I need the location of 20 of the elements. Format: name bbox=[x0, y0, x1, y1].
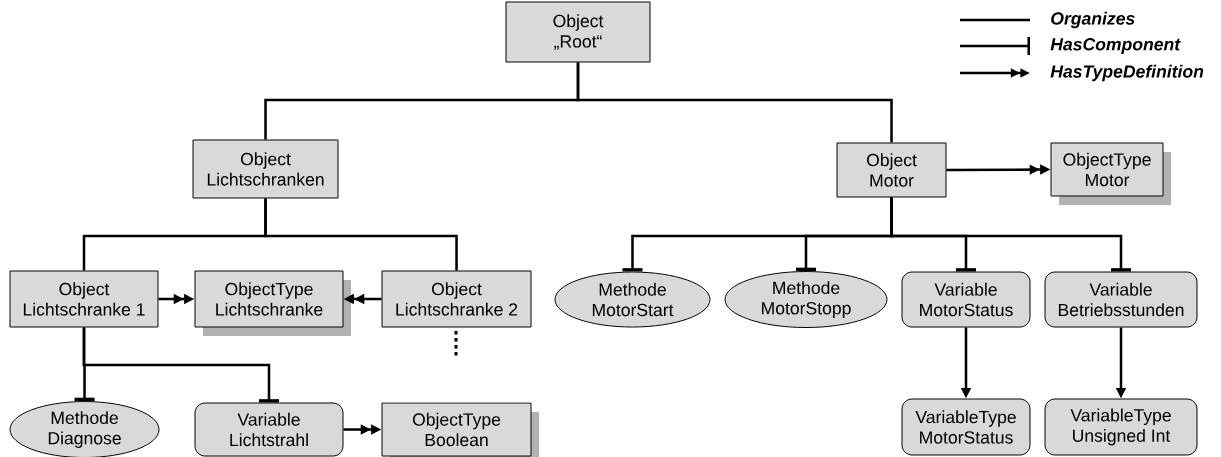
variable-box: Variable Lichtstrahl bbox=[194, 402, 344, 457]
type-box: ObjectType Lichtschranke bbox=[194, 270, 351, 336]
variable-box: Variable Betriebsstunden bbox=[1044, 271, 1198, 328]
connector bbox=[890, 197, 1131, 272]
object-box: Object Lichtschranken bbox=[192, 139, 339, 199]
variable-box: VariableType Unsigned Int bbox=[1044, 398, 1198, 456]
type-box: ObjectType Boolean bbox=[381, 402, 539, 457]
object-box: Object „Root“ bbox=[505, 1, 651, 63]
legend-label: Organizes bbox=[1051, 11, 1135, 29]
object-box: Object Lichtschranke 2 bbox=[381, 270, 532, 328]
type-box: ObjectType Motor bbox=[1050, 142, 1171, 205]
object-box: Object Motor bbox=[836, 142, 947, 198]
legend-label: HasTypeDefinition bbox=[1050, 64, 1204, 82]
legend-label: HasComponent bbox=[1050, 38, 1181, 54]
object-box: Object Lichtschranke 1 bbox=[9, 270, 159, 328]
variable-box: Variable MotorStatus bbox=[901, 271, 1031, 328]
connector bbox=[82, 327, 279, 403]
connector bbox=[576, 62, 893, 143]
connector bbox=[264, 198, 458, 271]
variable-box: VariableType MotorStatus bbox=[901, 398, 1031, 456]
